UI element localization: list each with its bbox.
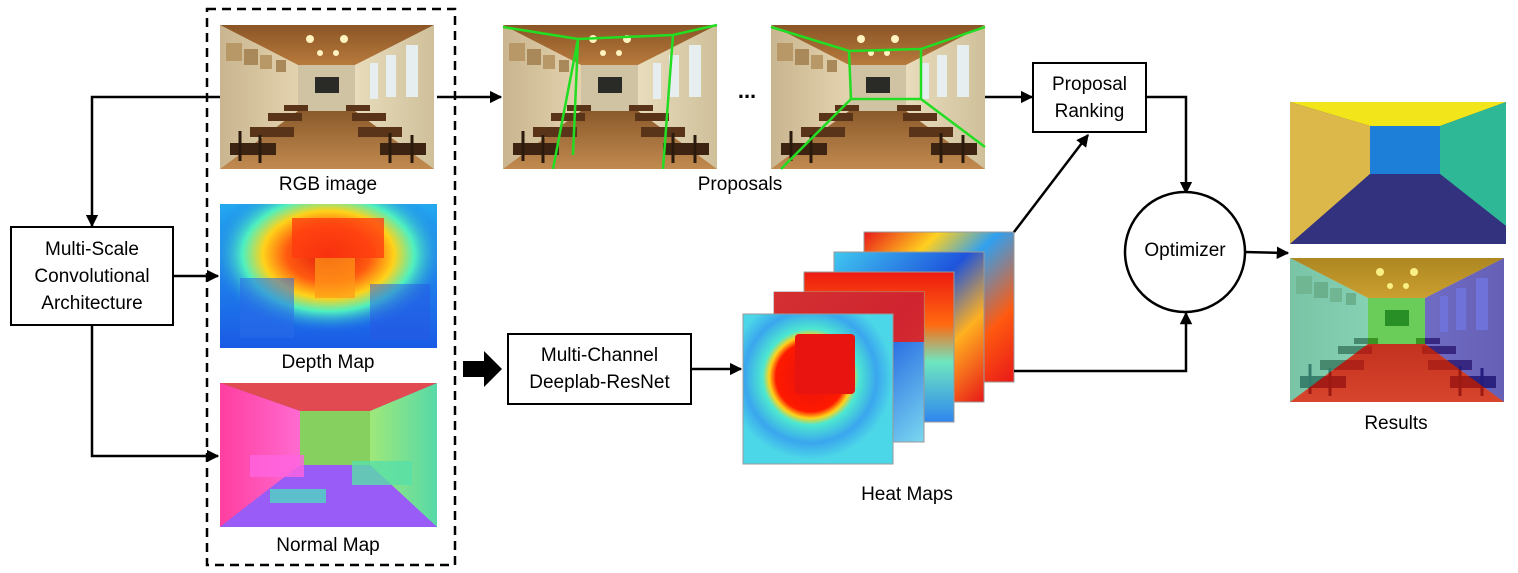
result-segmentation (1290, 102, 1506, 244)
normal-map-label: Normal Map (276, 535, 380, 556)
rgb-image-label: RGB image (278, 174, 378, 195)
connectors (85, 90, 1290, 463)
normal-map-image (220, 383, 437, 527)
proposals-ellipsis: ... (738, 78, 756, 103)
multiscale-architecture-box: Multi-Scale Convolutional Architecture (10, 226, 174, 326)
fat-arrow (463, 351, 502, 387)
result-right-wall (1440, 102, 1506, 226)
result-overlay-image (1288, 256, 1506, 404)
proposal-image-1 (501, 23, 719, 171)
result-back-wall (1370, 126, 1440, 174)
rgb-image (218, 23, 436, 171)
proposal-layout-lines (502, 23, 718, 170)
optimizer-circle (1123, 190, 1247, 314)
heat-map-1 (742, 313, 894, 465)
result-ceiling (1290, 102, 1506, 126)
proposal-ranking-box: Proposal Ranking (1032, 62, 1147, 133)
optimizer-label: Optimizer (1144, 240, 1226, 261)
heat-maps-label: Heat Maps (861, 484, 953, 505)
depth-map-label: Depth Map (281, 352, 375, 373)
deeplab-resnet-box: Multi-Channel Deeplab-ResNet (507, 333, 692, 405)
results-label: Results (1364, 413, 1428, 434)
inputs-dashed-group (205, 7, 457, 567)
result-left-wall (1290, 102, 1370, 244)
proposal-image-n (769, 23, 987, 171)
proposals-label: Proposals (697, 174, 783, 195)
proposal-layout-lines (770, 25, 986, 170)
depth-map-image (220, 204, 437, 348)
result-floor (1290, 174, 1506, 244)
heat-maps-stack (742, 231, 1015, 465)
